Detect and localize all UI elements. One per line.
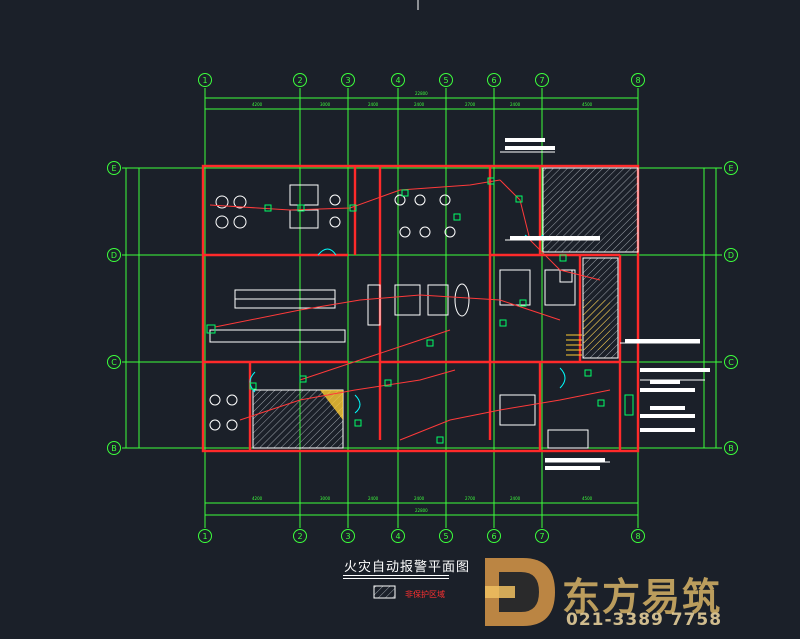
svg-text:3000: 3000	[320, 496, 331, 501]
dimension-lines	[125, 97, 717, 516]
axis-bubble-D: D	[107, 248, 121, 262]
svg-text:2: 2	[297, 532, 302, 541]
svg-text:4200: 4200	[252, 496, 263, 501]
axis-bubble-C: C	[107, 355, 121, 369]
stairs	[566, 334, 582, 356]
axis-bubble-E: E	[724, 161, 738, 175]
svg-text:2700: 2700	[465, 102, 476, 107]
axis-bubble-5: 5	[439, 73, 453, 87]
axis-bubble-C: C	[724, 355, 738, 369]
doors	[249, 234, 566, 414]
svg-text:7: 7	[539, 532, 544, 541]
drawing-title: 火灾自动报警平面图	[344, 560, 471, 575]
svg-text:6: 6	[491, 532, 496, 541]
axis-bubble-5: 5	[439, 529, 453, 543]
callout-text-marks	[505, 138, 710, 470]
axis-bubble-3: 3	[341, 73, 355, 87]
axis-bubble-8: 8	[631, 529, 645, 543]
axis-bubble-6: 6	[487, 73, 501, 87]
axis-bubble-3: 3	[341, 529, 355, 543]
axis-bubbles-right: E D C B	[724, 161, 738, 455]
svg-text:6: 6	[491, 76, 496, 85]
svg-text:22800: 22800	[415, 508, 428, 513]
svg-text:2400: 2400	[510, 102, 521, 107]
title-underline	[343, 575, 449, 576]
svg-text:D: D	[111, 251, 117, 260]
axis-bubbles-bottom: 1 2 3 4 5 6 7 8	[198, 529, 645, 543]
svg-text:E: E	[728, 164, 733, 173]
svg-text:22800: 22800	[415, 91, 428, 96]
axis-bubble-B: B	[107, 441, 121, 455]
svg-text:2400: 2400	[368, 102, 379, 107]
dimension-ticks: 4200 3000 2400 2400 2700 2400 4500 22800 4200…	[252, 91, 593, 513]
svg-text:2700: 2700	[465, 496, 476, 501]
watermark-brand: 东方易筑	[562, 575, 723, 619]
axis-bubbles-top: 1 2 3 4 5 6 7 8	[198, 73, 645, 87]
axis-bubble-6: 6	[487, 529, 501, 543]
legend-label: 非保护区域	[405, 590, 445, 599]
svg-text:1: 1	[202, 532, 207, 541]
axis-bubble-7: 7	[535, 529, 549, 543]
svg-text:2: 2	[297, 76, 302, 85]
axis-bubble-1: 1	[198, 73, 212, 87]
axis-bubble-1: 1	[198, 529, 212, 543]
axis-bubble-7: 7	[535, 73, 549, 87]
svg-text:5: 5	[443, 532, 448, 541]
svg-text:E: E	[111, 164, 116, 173]
svg-text:8: 8	[635, 532, 640, 541]
svg-text:7: 7	[539, 76, 544, 85]
svg-text:3: 3	[345, 76, 350, 85]
svg-text:2400: 2400	[368, 496, 379, 501]
svg-text:D: D	[728, 251, 734, 260]
svg-text:8: 8	[635, 76, 640, 85]
svg-text:4500: 4500	[582, 102, 593, 107]
axis-bubble-8: 8	[631, 73, 645, 87]
walls	[201, 164, 640, 453]
svg-text:B: B	[728, 444, 734, 453]
watermark-logo-icon	[485, 558, 555, 626]
svg-text:5: 5	[443, 76, 448, 85]
svg-text:4: 4	[395, 76, 400, 85]
svg-text:4: 4	[395, 532, 400, 541]
svg-text:2400: 2400	[414, 102, 425, 107]
axis-bubble-D: D	[724, 248, 738, 262]
axis-bubble-E: E	[107, 161, 121, 175]
svg-text:3: 3	[345, 532, 350, 541]
axis-bubble-B: B	[724, 441, 738, 455]
svg-text:1: 1	[202, 76, 207, 85]
axis-bubble-2: 2	[293, 73, 307, 87]
alarm-wiring	[209, 179, 611, 441]
legend-hatch-swatch	[373, 585, 396, 599]
svg-text:C: C	[111, 358, 117, 367]
svg-text:B: B	[111, 444, 117, 453]
axis-bubble-4: 4	[391, 529, 405, 543]
axis-bubbles-left: E D C B	[107, 161, 121, 455]
axis-bubble-2: 2	[293, 529, 307, 543]
svg-text:4500: 4500	[582, 496, 593, 501]
axis-bubble-4: 4	[391, 73, 405, 87]
title-underline-2	[343, 578, 449, 579]
svg-text:2400: 2400	[510, 496, 521, 501]
svg-text:C: C	[728, 358, 734, 367]
svg-text:4200: 4200	[252, 102, 263, 107]
svg-text:3000: 3000	[320, 102, 331, 107]
alarm-devices	[206, 177, 634, 444]
watermark-phone: 021-3389 7758	[566, 610, 723, 630]
svg-text:2400: 2400	[414, 496, 425, 501]
